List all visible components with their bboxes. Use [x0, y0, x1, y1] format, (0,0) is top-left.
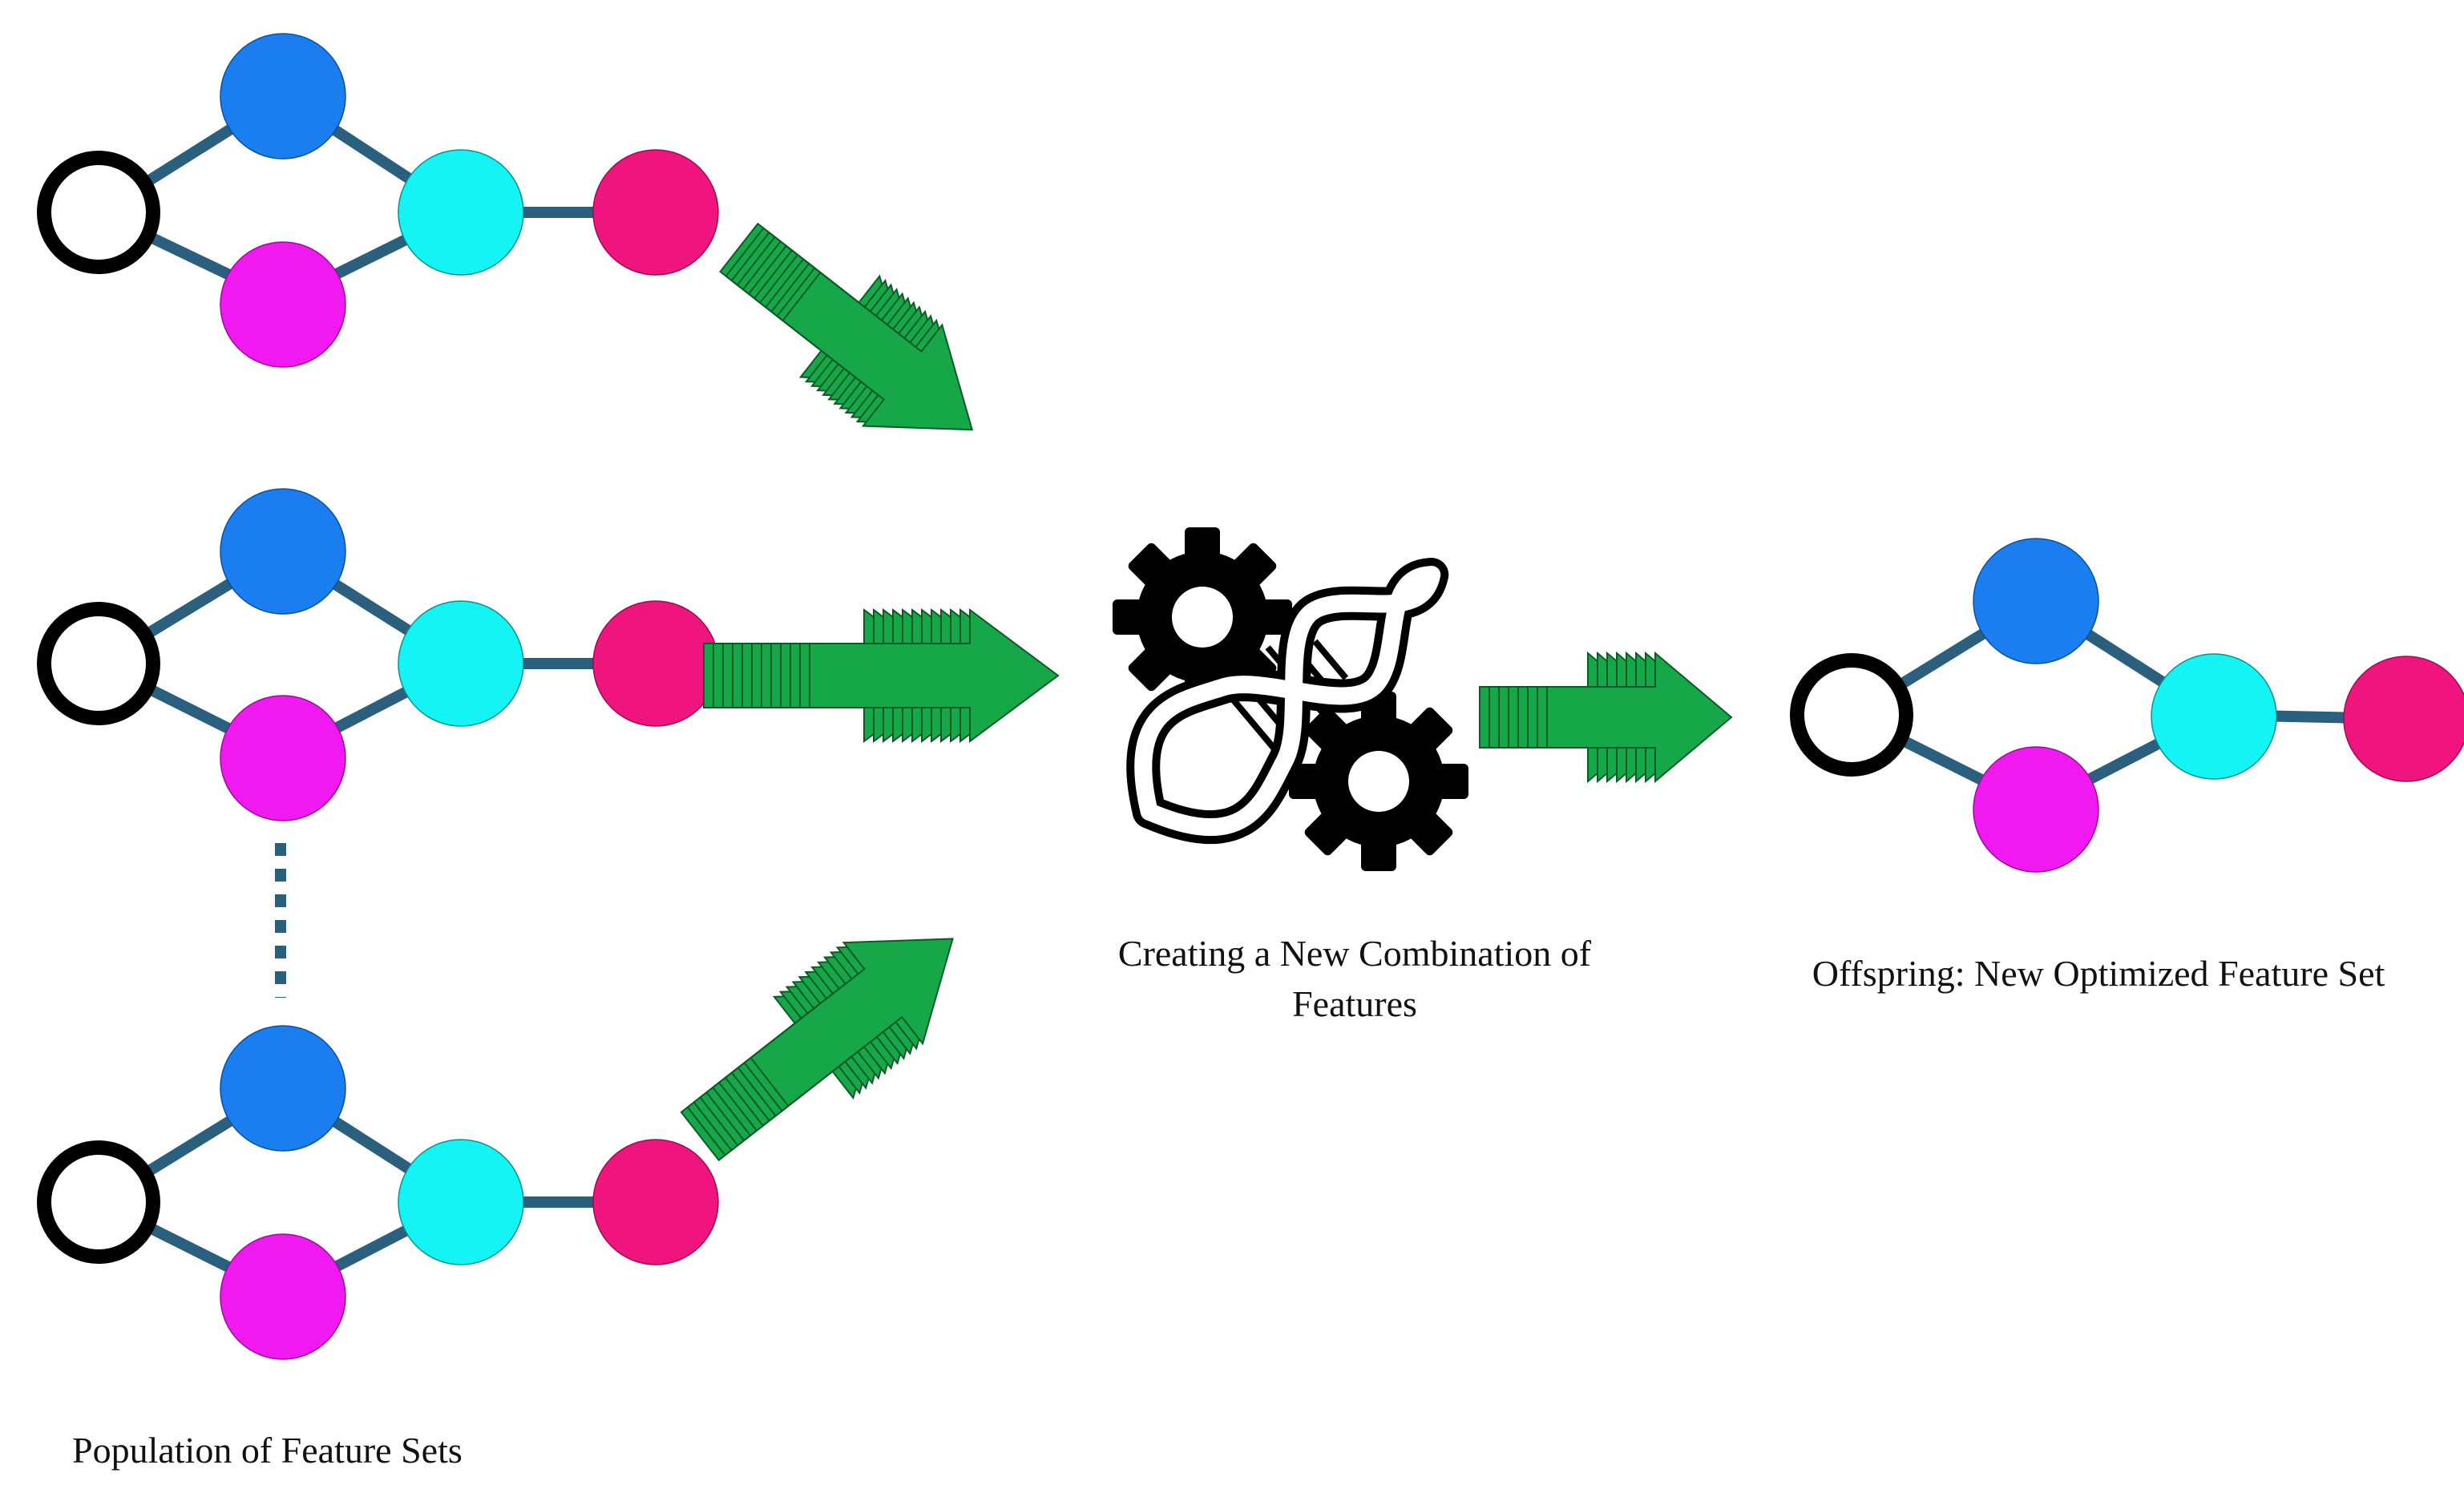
offspring-graph — [1790, 538, 2464, 873]
node-cyan — [398, 149, 524, 276]
start-node — [37, 1140, 160, 1264]
start-node — [37, 602, 160, 725]
node-blue — [1973, 538, 2099, 664]
dna-helix-icon — [1126, 558, 1449, 845]
green-arrow-icon — [680, 938, 954, 1162]
green-arrow-icon — [719, 222, 974, 431]
node-pink — [2343, 656, 2464, 782]
combination-label-line2: Features — [1292, 983, 1417, 1024]
feature-set-graph-2 — [37, 488, 719, 821]
node-blue — [220, 488, 346, 615]
dna-gears-icon — [1113, 527, 1468, 871]
green-arrow-icon — [1479, 651, 1733, 784]
node-pink — [592, 1139, 719, 1265]
graph-edges — [1846, 595, 2410, 813]
node-magenta — [220, 1233, 346, 1360]
start-node — [1790, 653, 1913, 777]
feature-set-graph-3 — [37, 1025, 719, 1360]
green-arrow-icon — [703, 608, 1060, 743]
arrows — [680, 222, 1733, 1162]
node-magenta — [220, 695, 346, 821]
node-blue — [220, 33, 346, 159]
node-pink — [592, 149, 719, 276]
combination-label-line1: Creating a New Combination of — [1118, 933, 1592, 974]
graph-edges — [93, 1083, 661, 1300]
gear-icon — [1113, 527, 1292, 707]
node-cyan — [2151, 653, 2277, 780]
node-magenta — [1973, 746, 2099, 873]
start-node — [37, 151, 160, 274]
offspring-label: Offspring: New Optimized Feature Set — [1812, 953, 2385, 994]
node-cyan — [398, 1139, 524, 1265]
population-label: Population of Feature Sets — [72, 1430, 463, 1471]
graph-edges — [93, 91, 661, 306]
node-pink — [592, 600, 719, 727]
feature-set-graph-1 — [37, 33, 719, 368]
node-magenta — [220, 241, 346, 368]
node-blue — [220, 1025, 346, 1152]
node-cyan — [398, 600, 524, 727]
gear-icon — [1289, 692, 1468, 871]
graph-edges — [93, 546, 661, 761]
